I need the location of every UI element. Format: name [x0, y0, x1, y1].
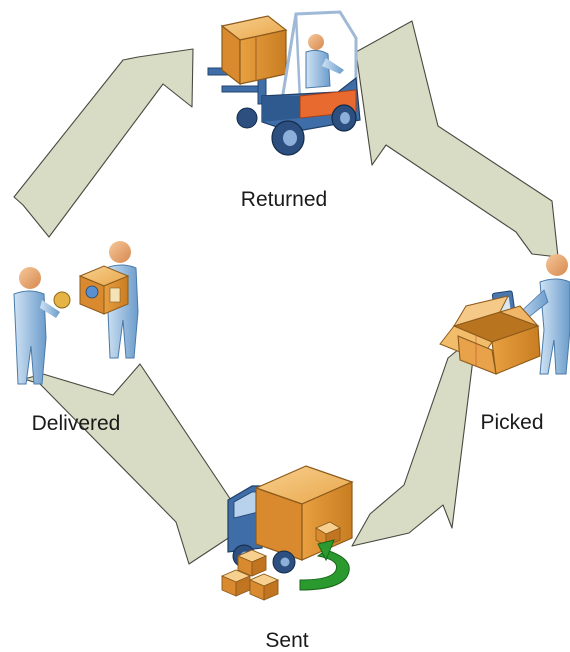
forklift-icon: [207, 10, 361, 156]
arrow-sent-to-delivered: [23, 363, 234, 565]
cycle-arrows: [13, 20, 559, 565]
label-returned: Returned: [241, 188, 327, 211]
label-delivered: Delivered: [32, 412, 121, 435]
arrow-picked-to-sent: [351, 334, 477, 547]
worker-open-box-icon: [439, 254, 570, 375]
package-handover-icon: [13, 241, 139, 385]
arrow-returned-to-picked: [355, 20, 559, 258]
stacked-boxes-icon: [220, 549, 280, 601]
arrow-delivered-to-returned: [13, 48, 194, 238]
label-sent: Sent: [265, 629, 308, 652]
label-picked: Picked: [480, 411, 543, 434]
stage-labels: Returned Picked Sent Delivered: [32, 188, 544, 652]
delivery-truck-icon: [220, 465, 354, 601]
